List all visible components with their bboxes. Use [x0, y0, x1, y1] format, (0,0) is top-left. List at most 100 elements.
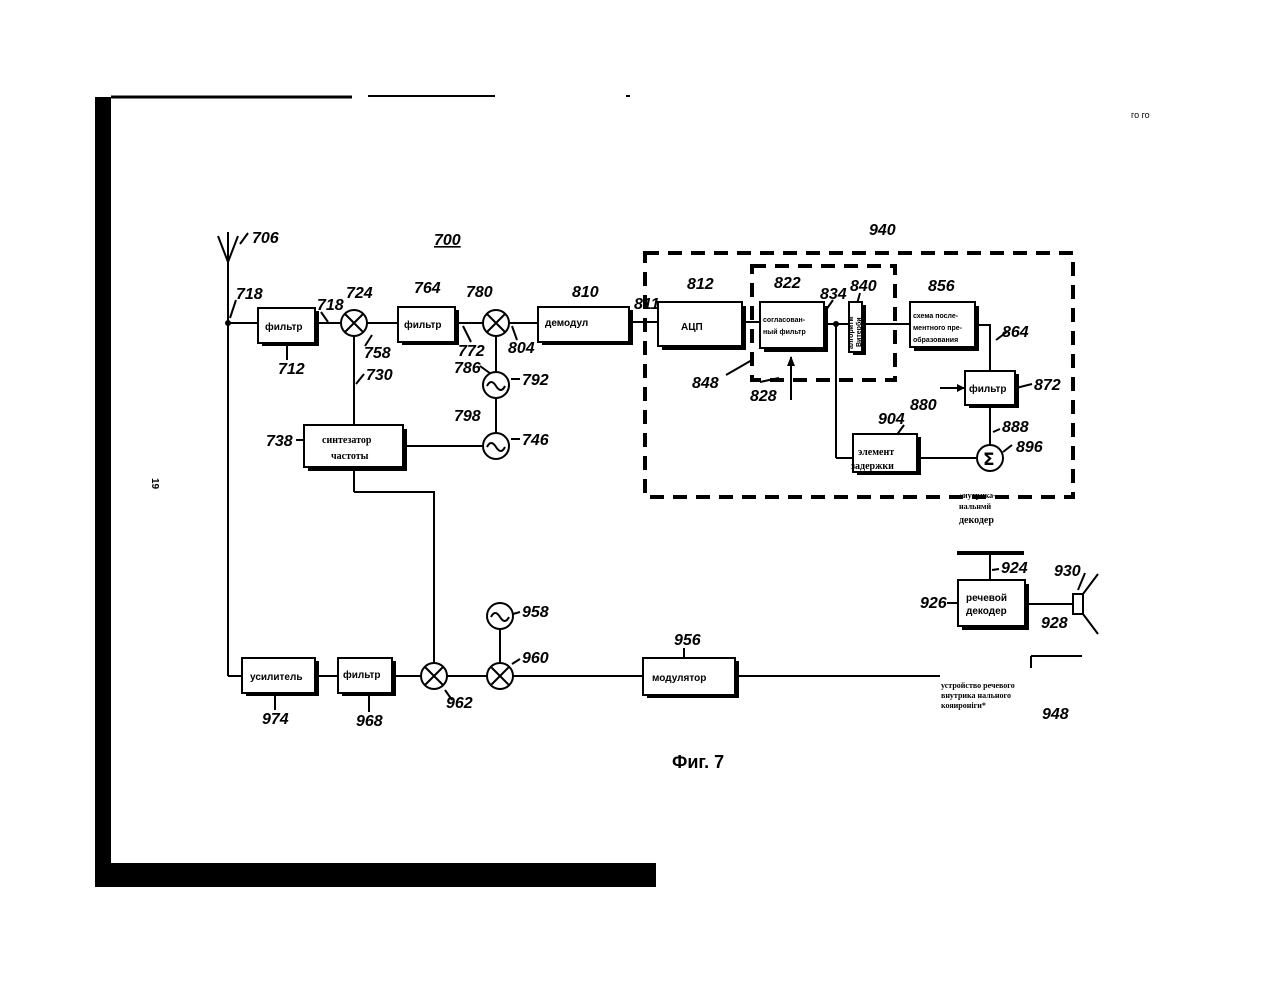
mixer-724	[341, 310, 367, 336]
svg-text:АЦП: АЦП	[681, 322, 703, 333]
ref-924: 924	[1001, 560, 1028, 577]
speech-decoder-926: речевой декодер	[958, 580, 1029, 630]
ref-864: 864	[1002, 324, 1029, 341]
ref-798: 798	[454, 408, 481, 425]
filter-764: фильтр	[398, 307, 459, 345]
ref-780: 780	[466, 284, 493, 301]
ref-974: 974	[262, 711, 289, 728]
ref-772: 772	[458, 343, 485, 360]
post-processor-856: схема после- ментного пре- образования	[910, 302, 979, 351]
svg-text:речевой: речевой	[966, 593, 1007, 604]
ref-822: 822	[774, 275, 801, 292]
page-number: 19	[149, 478, 160, 490]
ref-928: 928	[1041, 615, 1068, 632]
modulator-956: модулятор	[643, 658, 739, 698]
mixer-780	[483, 310, 509, 336]
ref-888: 888	[1002, 419, 1029, 436]
svg-text:внутрика нального: внутрика нального	[941, 691, 1011, 700]
svg-text:частоты: частоты	[331, 451, 369, 462]
svg-text:согласован-: согласован-	[763, 317, 806, 324]
filter-968: фильтр	[338, 658, 396, 696]
matched-filter-822: согласован- ный фильтр	[760, 302, 828, 352]
channel-decoder: «иутрика- нальнмй декодер	[957, 491, 1024, 555]
svg-text:кояироніги*: кояироніги*	[941, 701, 986, 710]
ref-840: 840	[850, 278, 877, 295]
svg-text:алгоритм: алгоритм	[848, 316, 855, 349]
ref-872: 872	[1034, 377, 1061, 394]
ref-810: 810	[572, 284, 599, 301]
svg-text:«иутрика-: «иутрика-	[959, 491, 996, 500]
ref-706: 706	[252, 230, 279, 247]
ref-758: 758	[364, 345, 391, 362]
ref-718: 718	[236, 286, 263, 303]
svg-text:схема после-: схема после-	[913, 313, 959, 320]
svg-text:фильтр: фильтр	[404, 319, 442, 331]
ref-856: 856	[928, 278, 955, 295]
ref-746: 746	[522, 432, 549, 449]
ref-880: 880	[910, 397, 937, 414]
ref-896: 896	[1016, 439, 1043, 456]
svg-text:задержки: задержки	[851, 461, 894, 472]
ref-958: 958	[522, 604, 549, 621]
amplifier-974: усилитель	[242, 658, 319, 696]
ref-960: 960	[522, 650, 549, 667]
ref-828: 828	[750, 388, 777, 405]
ref-792: 792	[522, 372, 549, 389]
adc-812: АЦП	[658, 302, 746, 350]
figure-number: 700	[434, 232, 461, 249]
svg-text:ментного пре-: ментного пре-	[913, 325, 963, 332]
ref-812: 812	[687, 276, 714, 293]
figure-caption: Фиг. 7	[672, 752, 724, 772]
svg-text:Σ: Σ	[983, 450, 995, 470]
ref-764: 764	[414, 280, 441, 297]
ref-948: 948	[1042, 706, 1069, 723]
svg-text:модулятор: модулятор	[652, 673, 706, 684]
reference-numbers: 706 718 718 724 764 780 810 811 812 822 …	[236, 222, 1081, 730]
ref-738: 738	[266, 433, 293, 450]
ref-940: 940	[869, 222, 896, 239]
corner-text: го го	[1131, 110, 1150, 120]
mixer-962	[421, 663, 447, 689]
ref-926: 926	[920, 595, 947, 612]
svg-text:синтезатор: синтезатор	[322, 435, 372, 446]
delay-904: элемент задержки	[851, 434, 921, 475]
svg-text:ный фильтр: ный фильтр	[763, 328, 806, 336]
svg-text:усилитель: усилитель	[250, 672, 302, 683]
viterbi-840: алгоритм Витерби	[848, 302, 866, 355]
filter-712: фильтр	[258, 308, 319, 346]
oscillator-958	[487, 603, 513, 629]
ref-904: 904	[878, 411, 905, 428]
svg-text:демодул: демодул	[545, 318, 588, 329]
ref-718: 718	[317, 297, 344, 314]
svg-text:образования: образования	[913, 336, 958, 344]
svg-text:фильтр: фильтр	[343, 669, 381, 681]
ref-724: 724	[346, 285, 373, 302]
svg-text:нальнмй: нальнмй	[959, 502, 991, 511]
ref-811: 811	[634, 296, 660, 313]
ref-962: 962	[446, 695, 473, 712]
svg-text:декодер: декодер	[959, 515, 994, 526]
svg-text:устройство речевого: устройство речевого	[941, 681, 1015, 690]
svg-text:фильтр: фильтр	[265, 321, 303, 333]
ref-848: 848	[692, 375, 719, 392]
speech-encoder: устройство речевого внутрика нального ко…	[941, 681, 1015, 710]
oscillator-746	[483, 433, 509, 459]
ref-968: 968	[356, 713, 383, 730]
svg-text:элемент: элемент	[858, 447, 894, 458]
ref-786: 786	[454, 360, 481, 377]
ref-712: 712	[278, 361, 305, 378]
ref-930: 930	[1054, 563, 1081, 580]
svg-text:фильтр: фильтр	[969, 383, 1007, 395]
ref-804: 804	[508, 340, 535, 357]
oscillator-792	[483, 372, 509, 398]
summer-896: Σ	[977, 445, 1003, 471]
ref-956: 956	[674, 632, 701, 649]
svg-text:декодер: декодер	[966, 606, 1007, 617]
synthesizer-738: синтезатор частоты	[304, 425, 407, 471]
ref-834: 834	[820, 286, 847, 303]
svg-text:Витерби: Витерби	[855, 317, 863, 347]
mixer-960	[487, 663, 513, 689]
filter-872: фильтр	[965, 371, 1019, 408]
ref-730: 730	[366, 367, 393, 384]
